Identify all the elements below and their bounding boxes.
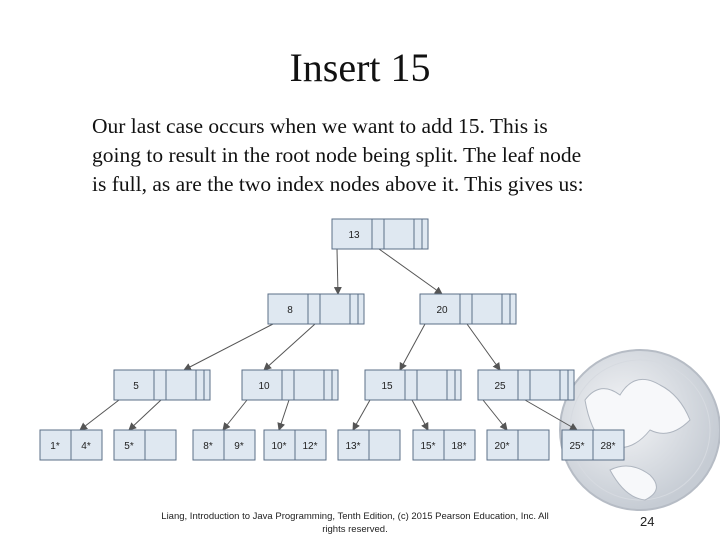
index-node-l2-3-key: 15 [381, 381, 393, 392]
tree-edge [524, 399, 578, 431]
tree-edge [333, 248, 342, 295]
leaf-node-1-key-2: 4* [81, 441, 91, 452]
globe-decoration-icon [559, 349, 720, 511]
index-node-l2-2: 10 [241, 369, 339, 401]
root-node-key: 13 [348, 230, 360, 241]
tree-edges [79, 248, 578, 431]
leaf-node-3: 8* 9* [192, 429, 256, 461]
slide-paragraph: Our last case occurs when we want to add… [92, 112, 672, 199]
leaf-node-3-key-1: 8* [203, 441, 213, 452]
index-node-l2-3: 15 [364, 369, 462, 401]
leaf-node-4-key-1: 10* [271, 441, 286, 452]
index-node-l1-2-key: 20 [436, 305, 448, 316]
index-node-l1-1: 8 [267, 293, 365, 325]
tree-edge [277, 399, 290, 431]
leaf-node-5: 13* [337, 429, 401, 461]
leaf-node-8-key-1: 25* [569, 441, 584, 452]
leaf-node-3-key-2: 9* [234, 441, 244, 452]
leaf-node-2: 5* [113, 429, 177, 461]
leaf-node-6-key-1: 15* [420, 441, 435, 452]
index-node-l2-1-key: 5 [133, 381, 139, 392]
leaf-node-8-key-2: 28* [600, 441, 615, 452]
tree-edge [482, 399, 508, 431]
tree-edge [466, 323, 501, 371]
tree-nodes: 13 8 20 5 10 15 25 1* 4* 5* 8* 9* 10* 12* 13* 15* 18* 20*… [39, 218, 625, 461]
tree-edge [222, 399, 248, 431]
tree-edge [263, 323, 316, 371]
leaf-node-5-key-1: 13* [345, 441, 360, 452]
root-node: 13 [331, 218, 429, 250]
leaf-node-1-key-1: 1* [50, 441, 60, 452]
leaf-node-6-key-2: 18* [451, 441, 466, 452]
leaf-node-4: 10* 12* [263, 429, 327, 461]
footer-citation: Liang, Introduction to Java Programming,… [140, 510, 570, 536]
index-node-l1-1-key: 8 [287, 305, 293, 316]
index-node-l2-2-key: 10 [258, 381, 270, 392]
tree-edge [399, 323, 426, 371]
leaf-node-2-key-1: 5* [124, 441, 134, 452]
index-node-l2-4: 25 [477, 369, 575, 401]
paragraph-line-1: Our last case occurs when we want to add… [92, 114, 548, 138]
slide-title: Insert 15 [289, 45, 431, 90]
leaf-node-1: 1* 4* [39, 429, 103, 461]
tree-edge [79, 399, 120, 431]
footer-citation-line-1: Liang, Introduction to Java Programming,… [161, 511, 549, 522]
leaf-node-7: 20* [486, 429, 550, 461]
index-node-l1-2: 20 [419, 293, 517, 325]
page-number: 24 [640, 514, 655, 529]
index-node-l2-4-key: 25 [494, 381, 506, 392]
index-node-l2-1: 5 [113, 369, 211, 401]
paragraph-line-2: going to result in the root node being s… [92, 143, 582, 167]
leaf-node-7-key-1: 20* [494, 441, 509, 452]
tree-edge [183, 323, 274, 371]
paragraph-line-3: is full, as are the two index nodes abov… [92, 172, 584, 196]
tree-edge [411, 399, 429, 431]
leaf-node-4-key-2: 12* [302, 441, 317, 452]
footer-citation-line-2: rights reserved. [322, 524, 388, 535]
tree-edge [128, 399, 162, 431]
tree-edge [378, 248, 443, 295]
tree-edge [352, 399, 371, 431]
leaf-node-8: 25* 28* [561, 429, 625, 461]
leaf-node-6: 15* 18* [412, 429, 476, 461]
